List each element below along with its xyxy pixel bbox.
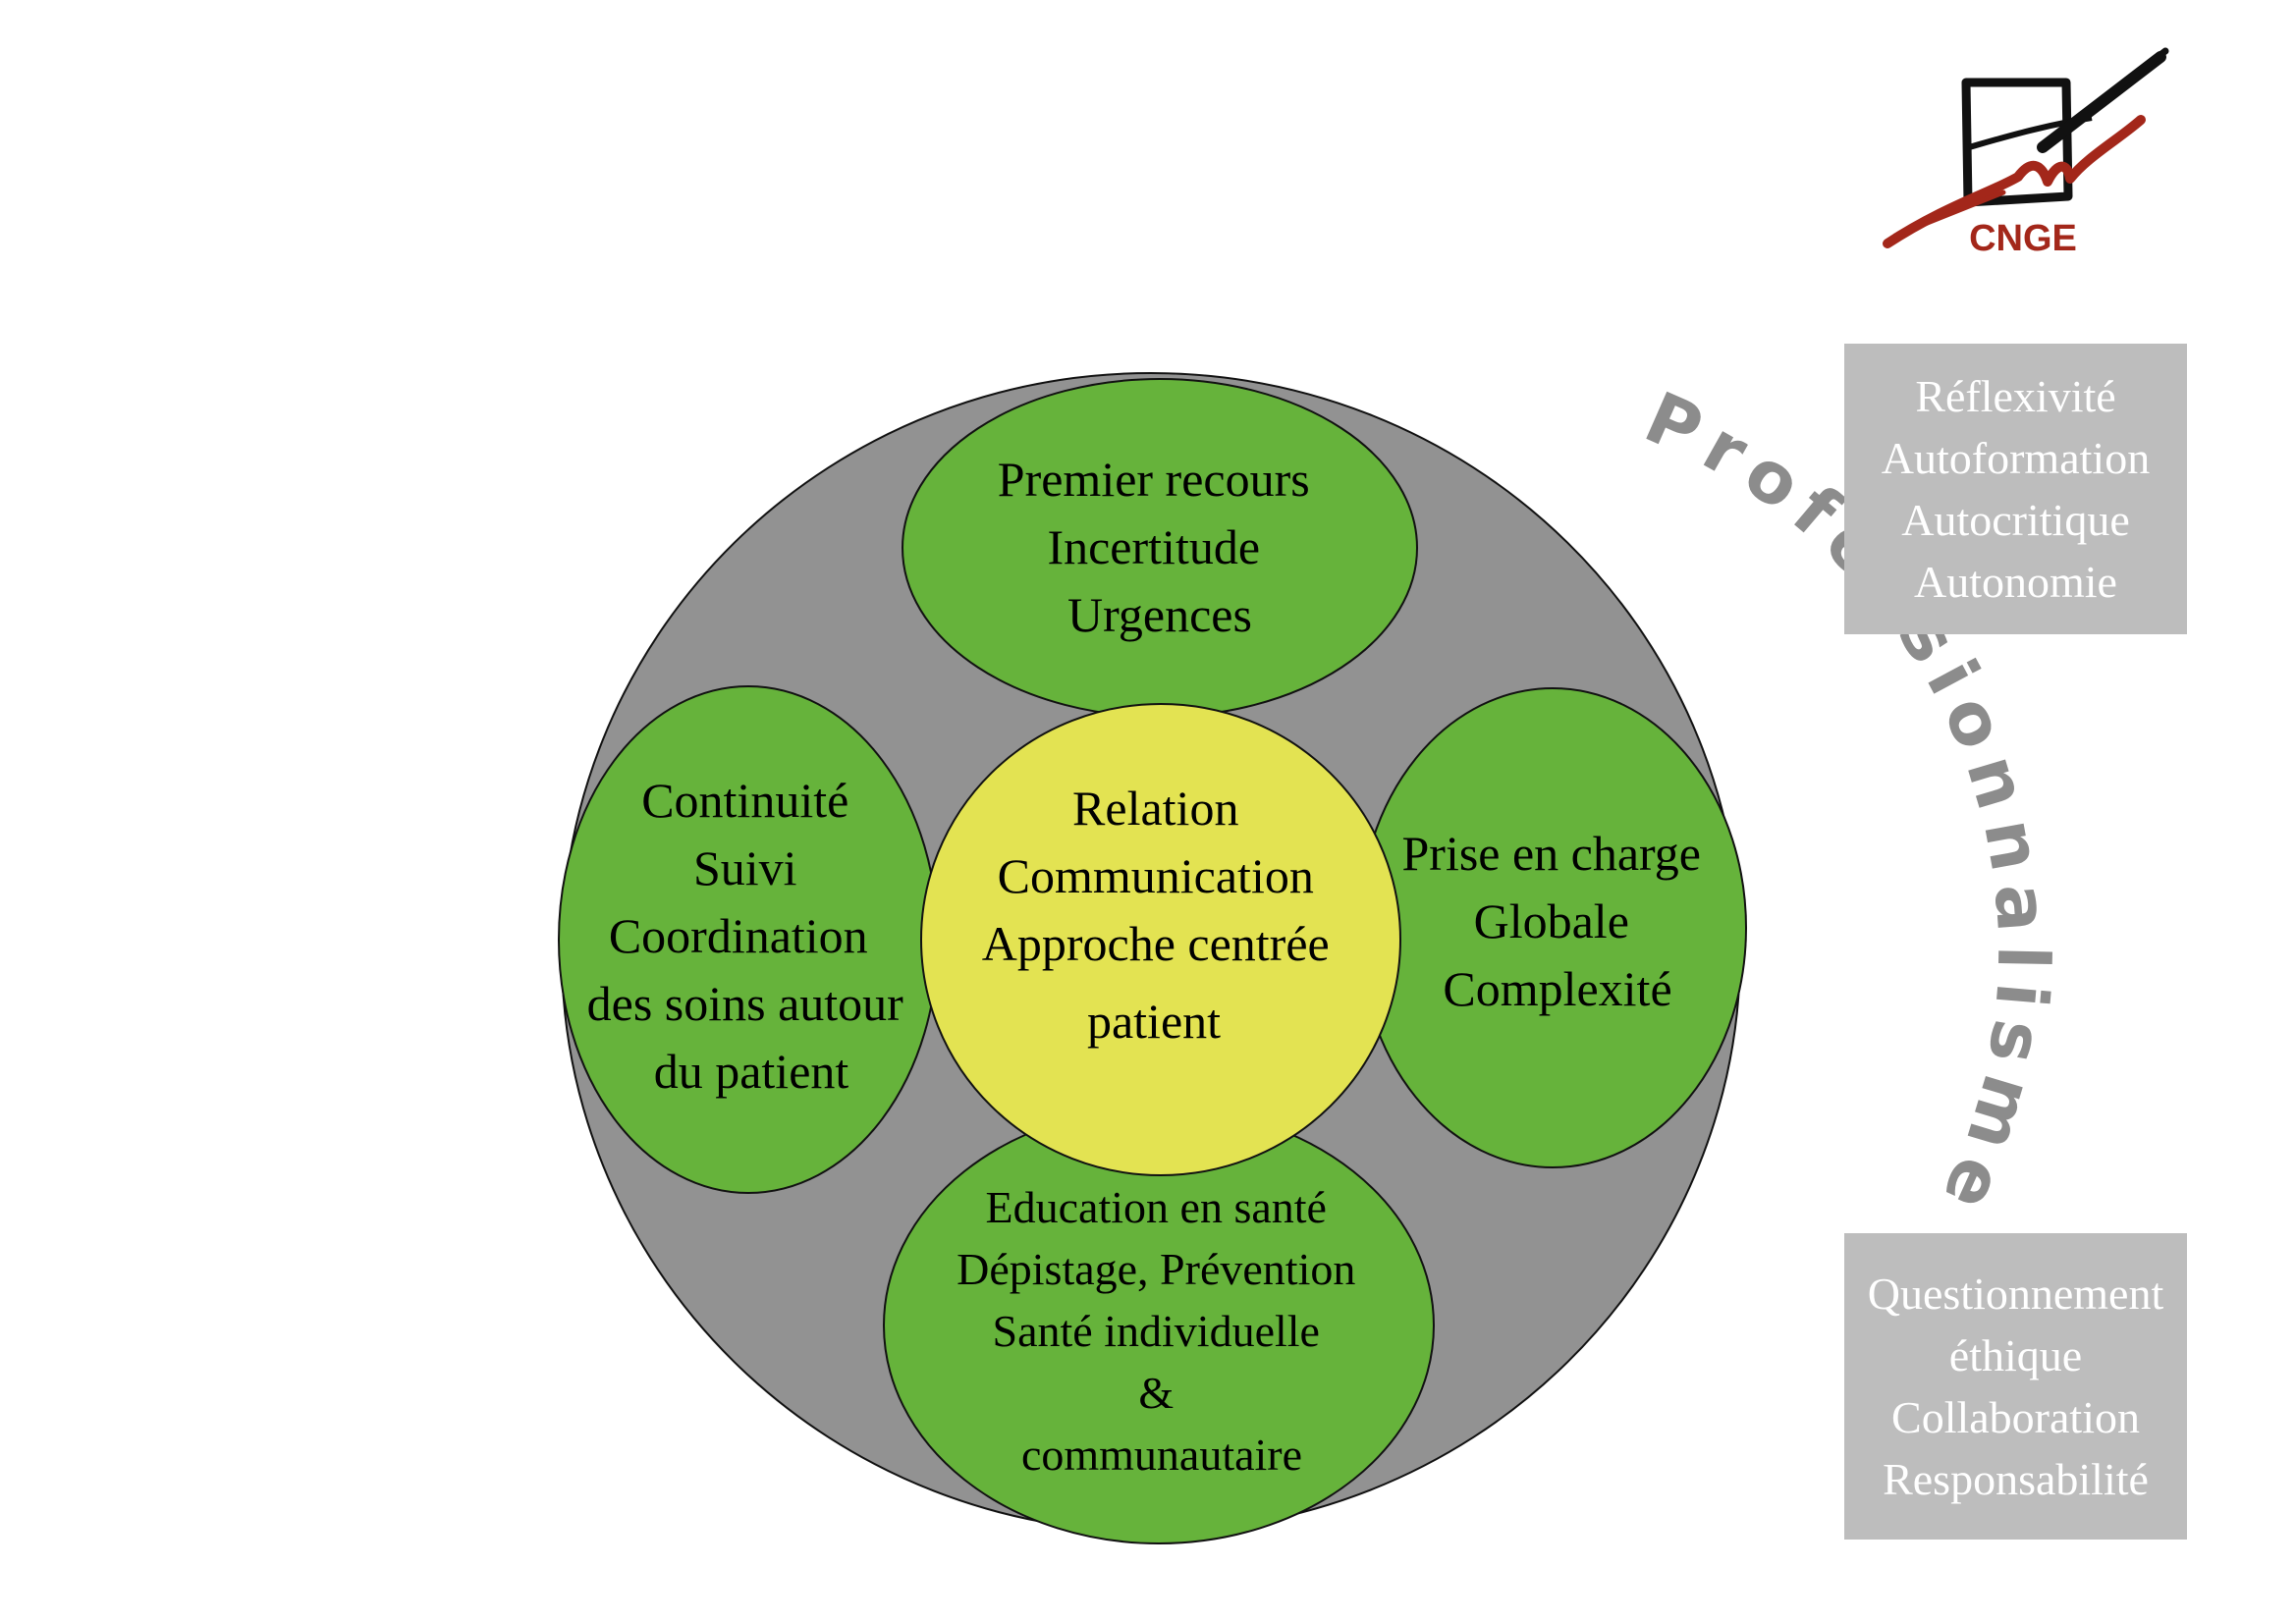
side-box-top-line: Autoformation	[1881, 433, 2151, 483]
petal-right-text: Prise en charge Globale Complexité	[1401, 826, 1713, 1016]
side-box-top-line: Réflexivité	[1915, 371, 2116, 421]
cnge-logo: CNGE	[1883, 47, 2169, 259]
petal-bottom-text: Education en santé Dépistage, Prévention…	[957, 1182, 1367, 1480]
side-box-top-line: Autocritique	[1901, 495, 2130, 545]
side-box-top-line: Autonomie	[1914, 557, 2117, 607]
side-box-top: Réflexivité Autoformation Autocritique A…	[1844, 344, 2187, 634]
side-box-bottom-line: Questionnement	[1867, 1269, 2164, 1319]
side-box-bottom: Questionnement éthique Collaboration Res…	[1844, 1233, 2187, 1540]
center-text: Relation Communication Approche centrée …	[982, 781, 1341, 1049]
side-box-bottom-line: éthique	[1948, 1330, 2083, 1380]
logo-text: CNGE	[1969, 218, 2077, 259]
side-box-bottom-line: Collaboration	[1891, 1392, 2140, 1442]
petal-left-text: Continuité Suivi Coordination des soins …	[587, 773, 916, 1099]
center-circle	[920, 703, 1401, 1176]
side-box-bottom-line: Responsabilité	[1883, 1454, 2149, 1504]
petal-top-text: Premier recours Incertitude Urgences	[998, 452, 1322, 642]
